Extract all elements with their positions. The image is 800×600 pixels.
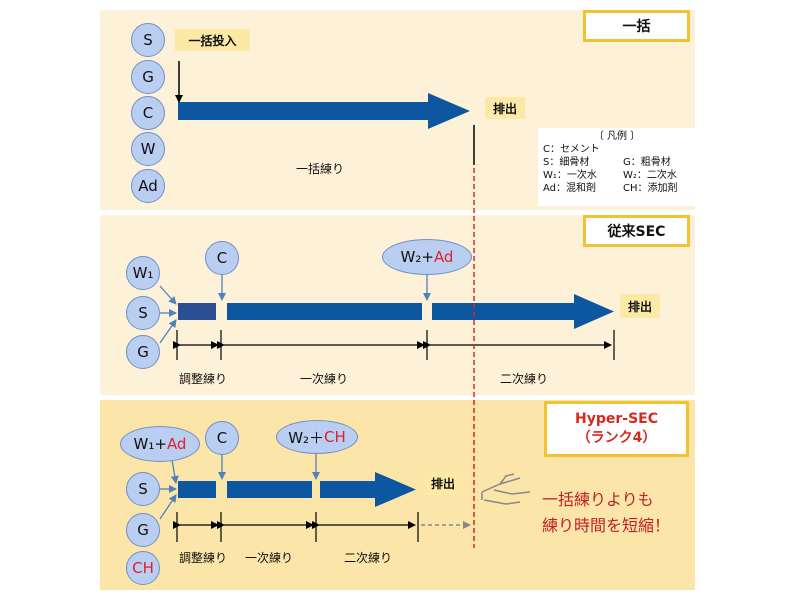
legend-title: 〔 凡例 〕	[593, 131, 641, 142]
material-g-circle: G	[126, 513, 160, 547]
hyper-first-mix-label: 一次練り	[245, 551, 294, 565]
w2-ad-ellipse: W₂+Ad	[382, 239, 472, 275]
legend-item: CH：添加剤	[623, 183, 678, 194]
legend-item: C：セメント	[543, 144, 600, 155]
material-s-circle: S	[126, 296, 160, 330]
panel-title-conventional: 従来SEC	[583, 215, 690, 247]
legend-item: W₁：一次水	[543, 170, 597, 181]
material-s-circle: S	[131, 23, 165, 57]
hyper-first-mix-bar	[227, 481, 312, 498]
batch-mix-label: 一括練り	[296, 162, 345, 176]
panel-title-batch: 一括	[583, 10, 690, 42]
conventional-discharge-tag: 排出	[620, 294, 660, 318]
first-mix-bar	[227, 303, 422, 320]
panel-title-hyper-text: Hyper-SEC	[575, 411, 658, 427]
legend: 〔 凡例 〕 C：セメント S：細骨材 G：粗骨材 W₁：一次水 W₂：二次水 Ad…	[538, 128, 696, 206]
legend-item: G：粗骨材	[623, 157, 671, 168]
adjust-mix-label: 調整練り	[179, 372, 228, 386]
first-mix-label: 一次練り	[300, 372, 349, 386]
material-s-circle: S	[126, 472, 160, 506]
material-g-circle: G	[126, 335, 160, 369]
adjust-mix-bar	[178, 303, 216, 320]
hyper-second-mix-label: 二次練り	[344, 551, 393, 565]
material-w-circle: W	[131, 132, 165, 166]
panel-subtitle-hyper-text: （ランク4）	[576, 430, 657, 446]
w1-ad-ellipse: W₁+Ad	[120, 426, 200, 462]
message-line-1: 一括練りよりも	[542, 490, 654, 509]
material-c-circle: C	[205, 241, 239, 275]
second-mix-arrow	[432, 294, 614, 329]
panel-title-conventional-text: 従来SEC	[607, 224, 666, 240]
material-c-circle: C	[205, 421, 239, 455]
panel-title-hyper: Hyper-SEC （ランク4）	[544, 401, 689, 457]
pointing-hand-icon	[481, 473, 531, 505]
message-line-2: 練り時間を短縮！	[542, 516, 671, 535]
hyper-adjust-mix-label: 調整練り	[179, 551, 228, 565]
batch-input-tag: 一括投入	[175, 29, 250, 51]
material-g-circle: G	[131, 60, 165, 94]
hyper-discharge-tag: 排出	[423, 471, 463, 495]
w2-ch-ellipse: W₂＋CH	[276, 420, 358, 454]
batch-discharge-tag: 排出	[485, 97, 525, 119]
material-ad-circle: Ad	[131, 169, 165, 203]
material-ch-circle: CH	[126, 551, 160, 585]
time-reduction-message: 一括練りよりも 練り時間を短縮！	[542, 487, 670, 539]
legend-item: S：細骨材	[543, 157, 590, 168]
legend-item: Ad：混和剤	[543, 183, 597, 194]
hyper-second-mix-arrow	[320, 472, 416, 507]
legend-item: W₂：二次水	[623, 170, 677, 181]
second-mix-label: 二次練り	[500, 372, 549, 386]
batch-mix-arrow	[178, 93, 470, 129]
hyper-adjust-mix-bar	[178, 481, 216, 498]
panel-title-batch-text: 一括	[622, 19, 651, 35]
material-w1-circle: W₁	[126, 256, 160, 290]
material-c-circle: C	[131, 96, 165, 130]
